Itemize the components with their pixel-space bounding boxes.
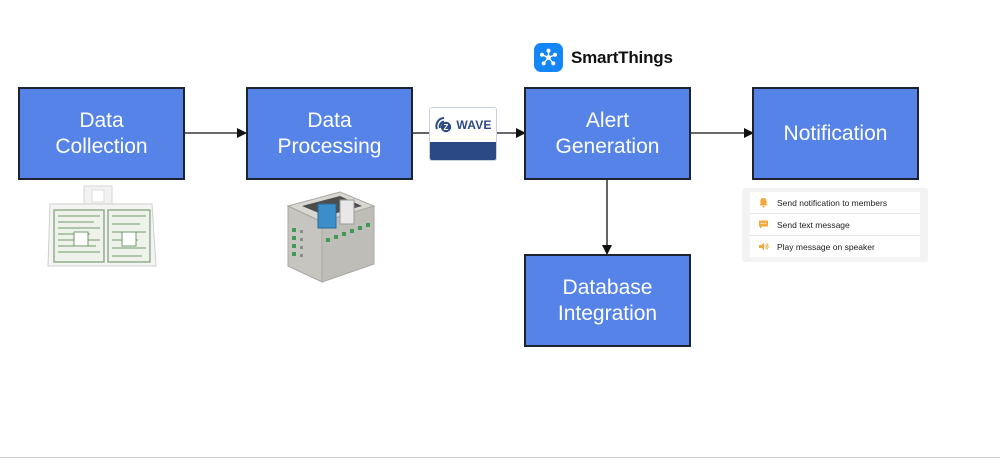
node-data-collection: Data Collection [18,87,185,180]
notification-option-speaker-label: Play message on speaker [777,241,875,252]
node-data-processing: Data Processing [246,87,413,180]
speaker-icon [758,241,769,252]
notification-option-members-label: Send notification to members [777,197,888,208]
bed-sensor-pad-photo [47,185,157,267]
zwave-signal-icon: Z [434,115,454,135]
node-database-integration: Database Integration [524,254,691,347]
smartthings-hub-icon [534,43,563,72]
notification-option-text-label: Send text message [777,219,850,230]
node-alert-generation-line2: Generation [555,134,660,158]
node-database-integration-line2: Integration [557,301,658,325]
zwave-badge-footer [430,142,496,160]
node-alert-generation: Alert Generation [524,87,691,180]
zwave-label: WAVE [456,118,492,132]
node-data-collection-line2: Collection [55,134,148,158]
node-data-collection-line1: Data [79,108,124,132]
node-data-processing-line1: Data [307,108,352,132]
notification-options-panel: Send notification to members Send text m… [742,188,928,262]
node-notification: Notification [752,87,919,180]
node-data-processing-line2: Processing [277,134,382,158]
node-notification-line1: Notification [783,121,888,145]
bottom-divider [0,457,1000,458]
smartthings-wordmark: SmartThings [571,47,673,67]
node-database-integration-line1: Database [562,275,653,299]
bell-icon [758,197,769,208]
notification-option-members: Send notification to members [750,192,920,214]
din-rail-controller-photo [286,191,376,283]
zwave-badge-letter: Z [444,123,449,132]
notification-option-text: Send text message [750,214,920,236]
zwave-badge: Z WAVE [429,107,497,161]
smartthings-brand: SmartThings [534,43,673,72]
node-alert-generation-line1: Alert [585,108,630,132]
message-icon [758,219,769,230]
notification-option-speaker: Play message on speaker [750,236,920,257]
